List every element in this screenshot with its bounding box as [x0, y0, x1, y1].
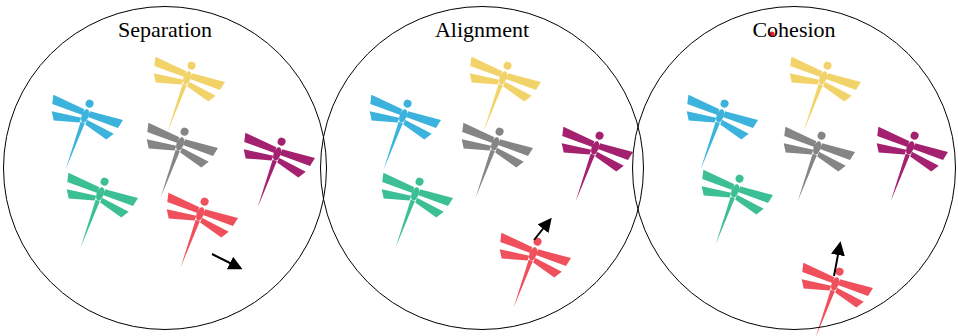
dragonfly	[681, 162, 776, 257]
dragonfly	[666, 87, 761, 182]
dragonfly-group	[31, 49, 318, 280]
dragonfly	[856, 119, 951, 214]
dragonfly	[781, 255, 876, 336]
dragonfly	[133, 49, 228, 144]
dragonfly	[479, 225, 574, 320]
dragonfly-group	[349, 49, 636, 320]
dragonfly-group	[666, 32, 951, 336]
dragonfly	[146, 185, 241, 280]
dragonfly	[541, 119, 636, 214]
dragonfly	[441, 115, 536, 210]
motion-arrow	[534, 220, 550, 240]
motion-arrow	[834, 244, 840, 276]
dragonfly	[769, 49, 864, 144]
rule-title: Cohesion	[633, 17, 955, 43]
dragonfly	[361, 165, 456, 260]
dragonfly	[46, 165, 141, 260]
flocking-rule-circle: Cohesion	[632, 6, 956, 330]
dragonfly	[31, 87, 126, 182]
dragonfly	[223, 125, 318, 220]
motion-arrow	[212, 254, 240, 268]
flocking-rule-circle: Alignment	[320, 6, 644, 330]
rule-title: Alignment	[321, 17, 643, 43]
dragonfly	[763, 119, 858, 214]
flocking-rule-circle: Separation	[3, 6, 327, 330]
dragonfly	[349, 87, 444, 182]
rule-title: Separation	[4, 17, 326, 43]
